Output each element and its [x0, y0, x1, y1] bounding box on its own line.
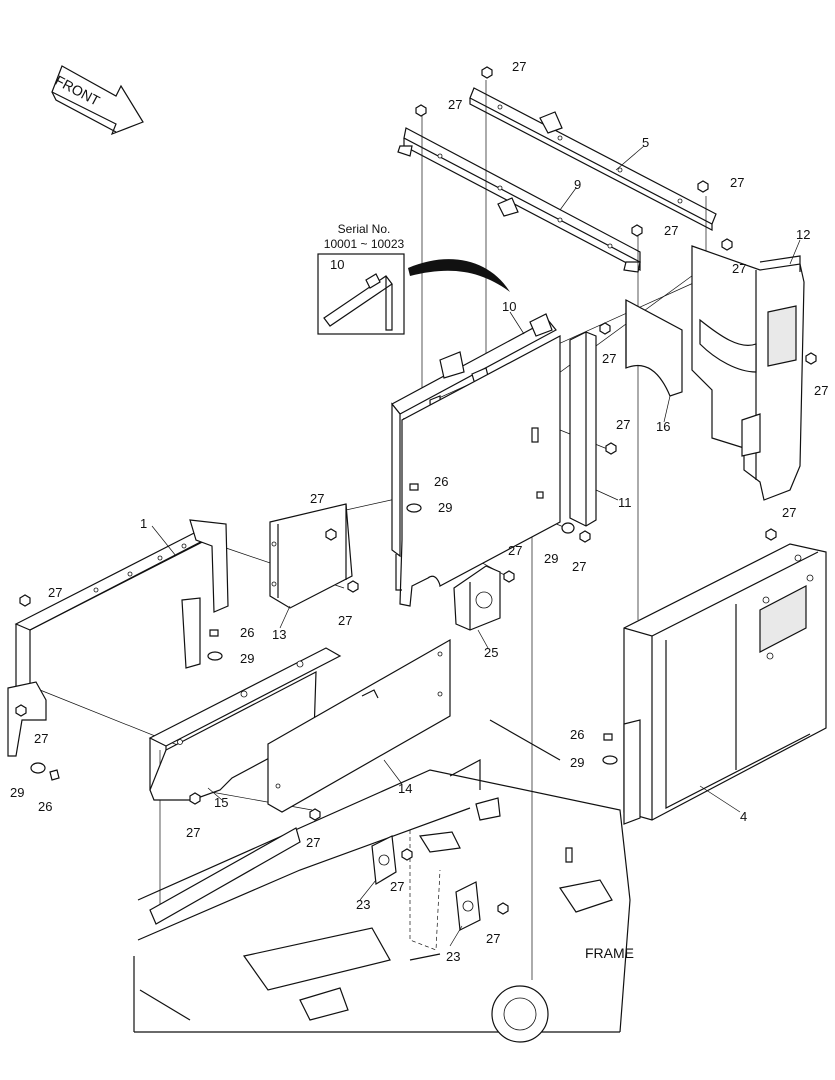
callout-part-4: 4 — [740, 809, 748, 824]
callout-part-29: 29 — [544, 551, 559, 566]
callout-part-29: 29 — [570, 755, 585, 770]
part-25-block — [453, 565, 501, 631]
callout-bolt-27: 27 — [730, 175, 745, 190]
part-5-top-rail — [469, 87, 717, 231]
callout-bolt-27: 27 — [664, 223, 679, 238]
front-arrow — [51, 65, 144, 136]
part-9-rail — [397, 127, 641, 273]
callout-part-23-lower: 23 — [446, 949, 461, 964]
callout-bolt-27: 27 — [390, 879, 405, 894]
callout-bolt-27: 27 — [486, 931, 501, 946]
callout-part-23-upper: 23 — [356, 897, 371, 912]
callout-bolt-27: 27 — [732, 261, 747, 276]
callout-part-29: 29 — [438, 500, 453, 515]
callout-bolt-27: 27 — [48, 585, 63, 600]
part-15-plate — [148, 647, 342, 801]
callout-bolt-27: 27 — [34, 731, 49, 746]
serial-note-range: 10001 ~ 10023 — [323, 237, 405, 251]
frame-label: FRAME — [585, 945, 634, 961]
callout-bolt-27: 27 — [310, 491, 325, 506]
callout-bolt-27: 27 — [572, 559, 587, 574]
callout-bolt-27: 27 — [508, 543, 523, 558]
serial-detail-inset — [317, 253, 510, 335]
callout-part-11: 11 — [618, 495, 632, 510]
callout-part-26: 26 — [434, 474, 449, 489]
callout-bolt-27: 27 — [512, 59, 527, 74]
callout-part-26: 26 — [38, 799, 53, 814]
part-14-cover-panel — [267, 638, 451, 813]
serial-detail-part-label: 10 — [330, 257, 345, 272]
callout-part-26: 26 — [570, 727, 585, 742]
rear-panel — [395, 335, 561, 607]
machine-frame — [133, 719, 631, 1043]
part-11-channel — [569, 331, 597, 527]
part-23-mount-lower — [455, 881, 481, 931]
callout-part-26: 26 — [240, 625, 255, 640]
serial-note-title: Serial No. — [337, 222, 391, 236]
callout-part-5: 5 — [642, 135, 650, 150]
callout-bolt-27: 27 — [782, 505, 797, 520]
part-12-shroud — [691, 245, 805, 501]
callout-bolt-27: 27 — [602, 351, 617, 366]
callout-part-13: 13 — [272, 627, 287, 642]
part-1-frame — [7, 519, 229, 757]
part-16-cradle — [625, 298, 683, 397]
callout-bolt-27: 27 — [186, 825, 201, 840]
part-4-cooler — [623, 543, 827, 825]
callout-part-29: 29 — [10, 785, 25, 800]
callout-bolt-27: 27 — [338, 613, 353, 628]
part-23-mount-upper — [371, 835, 397, 885]
callout-part-16: 16 — [656, 419, 671, 434]
screw-26-and-washer-29-icons — [30, 483, 618, 781]
callout-bolt-27: 27 — [814, 383, 829, 398]
callout-part-1: 1 — [140, 516, 148, 531]
callout-bolt-27: 27 — [448, 97, 463, 112]
leader-lines — [151, 145, 801, 947]
callout-part-12: 12 — [796, 227, 811, 242]
bolt-27-icon-group — [15, 66, 817, 915]
callout-part-15: 15 — [214, 795, 229, 810]
callout-bolt-27: 27 — [616, 417, 631, 432]
part-13-bracket — [269, 503, 353, 609]
callout-part-10: 10 — [502, 299, 517, 314]
callout-part-29: 29 — [240, 651, 255, 666]
callout-part-9: 9 — [574, 177, 582, 192]
callout-bolt-27: 27 — [306, 835, 321, 850]
callout-part-25: 25 — [484, 645, 499, 660]
callout-part-14: 14 — [398, 781, 413, 796]
